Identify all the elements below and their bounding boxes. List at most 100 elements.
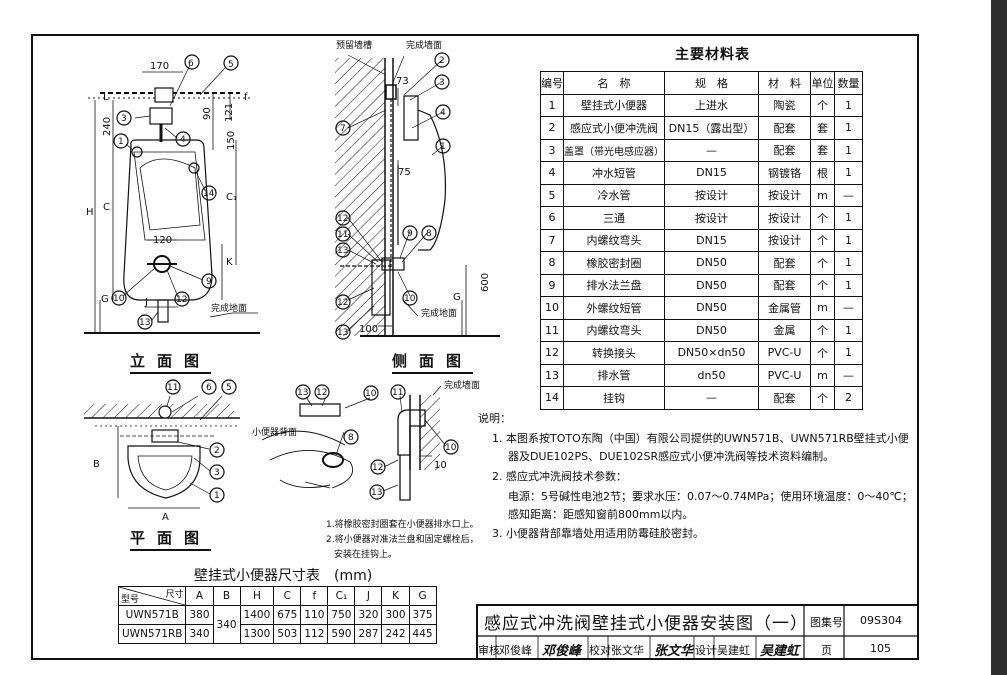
dh-G: G (408, 586, 437, 606)
material-name: 内螺纹弯头 (563, 318, 665, 342)
plan-callout-5: 5 (226, 383, 232, 393)
material-unit: 个 (810, 251, 835, 275)
material-no: 2 (540, 116, 564, 140)
material-qty: 1 (834, 318, 863, 342)
callout-9: 9 (206, 277, 212, 287)
callout-12: 12 (176, 295, 187, 305)
side-callout-3: 3 (439, 78, 445, 88)
material-material: 按设计 (758, 206, 811, 230)
note-1a: 1. 本图系按TOTO东陶（中国）有限公司提供的UWN571B、UWN571RB… (492, 432, 909, 445)
material-no: 4 (540, 161, 564, 185)
corner-size: 尺寸 (165, 590, 184, 600)
col-qty: 数量 (834, 71, 863, 95)
side-callout-4: 4 (440, 108, 446, 118)
material-name: 排水管 (563, 363, 665, 387)
material-material: 钢镀铬 (758, 161, 811, 185)
dh-H: H (239, 586, 275, 606)
side-callout-2: 2 (439, 56, 445, 66)
dim-90: 90 (202, 107, 213, 120)
plan-callout-1: 1 (214, 491, 220, 501)
material-qty: 2 (834, 386, 863, 410)
side-callout-11: 11 (337, 230, 348, 240)
elevation-view (84, 54, 260, 334)
material-spec: DN50 (664, 273, 759, 297)
dim-A: A (162, 512, 169, 523)
detail-callout-10a: 10 (365, 389, 377, 399)
dim-K: K (226, 257, 233, 268)
note-2b: 感知距离：距感知窗前800mm以内。 (508, 508, 694, 521)
material-name: 冷水管 (563, 183, 665, 207)
dim-C1: C₁ (226, 192, 237, 203)
material-qty: 1 (834, 161, 863, 185)
side-callout-13a: 13 (337, 246, 348, 256)
material-no: 10 (540, 296, 564, 320)
material-qty: 1 (834, 206, 863, 230)
dim-A-val: 380 (185, 605, 214, 625)
material-name: 感应式小便冲洗阀 (563, 116, 665, 140)
detail-callout-13b: 13 (371, 488, 382, 498)
material-unit: 个 (810, 341, 835, 365)
dh-J: J (354, 586, 383, 606)
material-qty: 1 (834, 93, 863, 117)
dim-row-1: UWN571B 380 340 1400 675 110 750 320 300… (117, 605, 437, 644)
dim-C1-val: 750 (327, 605, 356, 625)
detail-callout-12b: 12 (372, 463, 383, 473)
material-spec: dn50 (664, 363, 759, 387)
page-number: 105 (870, 642, 891, 655)
material-no: 8 (540, 251, 564, 275)
material-no: 9 (540, 273, 564, 297)
plan-title: 平面图 (130, 527, 212, 551)
material-material: 按设计 (758, 228, 811, 252)
material-material: 配套 (758, 273, 811, 297)
material-no: 5 (540, 183, 564, 207)
plan-view (84, 379, 240, 509)
material-unit: 套 (810, 138, 835, 162)
dim-H-val: 1300 (239, 624, 275, 644)
material-material: 金属管 (758, 296, 811, 320)
material-no: 3 (540, 138, 564, 162)
material-unit: m (810, 183, 835, 207)
label-finished-wall: 完成墙面 (406, 39, 442, 51)
dh-C1: C₁ (327, 586, 356, 606)
plan-callout-2: 2 (214, 446, 220, 456)
material-no: 6 (540, 206, 564, 230)
material-name: 橡胶密封圈 (563, 251, 665, 275)
dim-G: G (101, 294, 109, 305)
dim-C-val: 675 (273, 605, 302, 625)
col-name: 名 称 (563, 71, 665, 95)
review-label: 审核 (478, 644, 500, 657)
material-qty: 1 (834, 273, 863, 297)
material-spec: DN50 (664, 296, 759, 320)
note-3: 3. 小便器背部靠墙处用适用防霉硅胶密封。 (492, 527, 704, 540)
dim-B-val: 340 (212, 605, 241, 644)
dim-75: 75 (398, 167, 411, 178)
reviewer-name: 邓俊峰 (499, 644, 532, 657)
material-material: 配套 (758, 251, 811, 275)
side-title: 侧面图 (392, 350, 474, 374)
plan-callout-3: 3 (214, 468, 220, 478)
dh-B: B (212, 586, 241, 606)
dh-f: f (300, 586, 329, 606)
material-material: PVC-U (758, 363, 811, 387)
material-name: 内螺纹弯头 (563, 228, 665, 252)
reviewer-signature: 邓俊峰 (542, 644, 582, 659)
dim-J-val: 320 (354, 605, 383, 625)
material-qty: 1 (834, 138, 863, 162)
label-finished-floor: 完成地面 (421, 307, 457, 319)
title-block: 感应式冲洗阀壁挂式小便器安装图（一） 图集号 09S304 页 105 审核 邓… (476, 604, 917, 659)
detail-callout-8: 8 (348, 433, 354, 443)
side-callout-8: 8 (426, 229, 432, 239)
callout-6: 6 (188, 59, 194, 69)
material-no: 1 (540, 93, 564, 117)
atlas-label: 图集号 (810, 616, 843, 629)
notes-heading: 说明： (478, 412, 511, 425)
material-unit: 个 (810, 318, 835, 342)
side-callout-12a: 12 (337, 214, 348, 224)
